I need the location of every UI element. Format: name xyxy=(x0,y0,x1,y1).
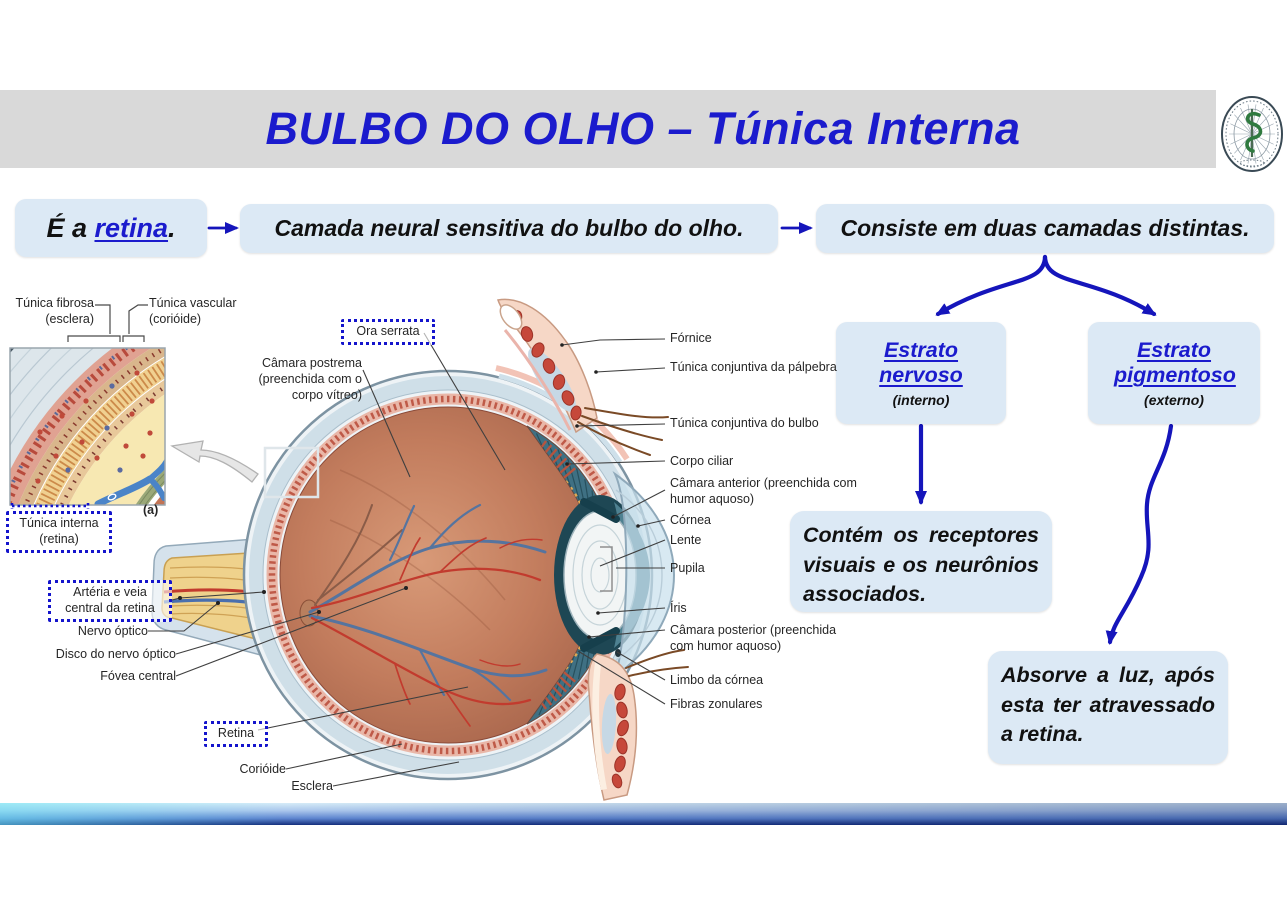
bottom-accent-bar xyxy=(0,803,1287,825)
intro-prefix: É a xyxy=(46,212,95,243)
note-receptores: Contém os receptores visuais e os neurôn… xyxy=(790,511,1052,612)
estrato-pigmentoso-box: Estrato pigmentoso (externo) xyxy=(1088,322,1260,424)
label-limbo-cornea: Limbo da córnea xyxy=(670,673,764,687)
label-iris: Íris xyxy=(670,601,687,615)
dotted-highlight-tunica-interna: Túnica interna (retina) xyxy=(6,511,112,553)
fornix-pocket xyxy=(499,304,523,330)
lens-and-anterior-segment xyxy=(554,470,676,679)
lower-eyelid xyxy=(587,649,689,801)
dotted-highlight-arteria-veia: Artéria e veia central da retina xyxy=(48,580,172,622)
medical-crest-icon xyxy=(1221,96,1283,172)
iris xyxy=(580,498,620,652)
eyeball xyxy=(242,369,654,781)
flow-box-camada-neural: Camada neural sensitiva do bulbo do olho… xyxy=(240,204,778,253)
label-fovea-central: Fóvea central xyxy=(100,669,176,683)
leader-dots xyxy=(178,343,640,639)
dotted-highlight-retina: Retina xyxy=(204,721,268,747)
label-inset-caption: (a) xyxy=(143,503,159,517)
retina-link[interactable]: retina xyxy=(94,212,169,243)
label-camara-anterior: Câmara anterior (preenchida com humor aq… xyxy=(670,476,857,506)
label-conjuntiva-palpebra: Túnica conjuntiva da pálpebra xyxy=(670,360,837,374)
label-nervo-optico: Nervo óptico xyxy=(77,624,148,638)
label-corioide: Corióide xyxy=(239,762,286,776)
intro-suffix: . xyxy=(168,212,176,243)
retinal-vessels xyxy=(308,503,548,727)
label-pupila: Pupila xyxy=(670,561,705,575)
leader-lines xyxy=(148,332,666,787)
connector-arrows xyxy=(207,222,1174,645)
inset-neuron-cells xyxy=(35,370,155,484)
pupil-bracket xyxy=(600,546,613,592)
note-absorve-luz: Absorve a luz, após esta ter atravessado… xyxy=(988,651,1228,764)
tunica-interna-bracket xyxy=(10,503,90,509)
lower-eyelashes xyxy=(625,649,689,677)
label-camara-posterior: Câmara posterior (preenchida com humor a… xyxy=(670,623,837,653)
label-conjuntiva-bulbo: Túnica conjuntiva do bulbo xyxy=(670,416,819,430)
label-tunica-fibrosa: Túnica fibrosa (esclera) xyxy=(15,296,94,326)
inset-label-brackets xyxy=(67,304,148,342)
flow-box-duas-camadas: Consiste em duas camadas distintas. xyxy=(816,204,1274,253)
estrato-nervoso-qualifier: (interno) xyxy=(892,391,950,408)
label-disco-nervo-optico: Disco do nervo óptico xyxy=(55,647,176,661)
estrato-pigmentoso-link[interactable]: Estrato pigmentoso xyxy=(1114,337,1236,388)
sample-rectangle xyxy=(263,446,320,499)
label-lente: Lente xyxy=(670,533,702,547)
label-fibras-zonulares: Fibras zonulares xyxy=(670,697,763,711)
cornea xyxy=(612,470,676,679)
dotted-highlight-ora-serrata: Ora serrata xyxy=(341,319,435,345)
label-corpo-ciliar: Corpo ciliar xyxy=(670,454,734,468)
label-esclera: Esclera xyxy=(291,779,333,793)
label-camara-postrema: Câmara postrema (preenchida com o corpo … xyxy=(258,356,362,402)
optic-nerve xyxy=(151,537,315,659)
estrato-pigmentoso-qualifier: (externo) xyxy=(1144,391,1204,408)
page-title: BULBO DO OLHO – Túnica Interna xyxy=(265,103,1021,154)
estrato-nervoso-link[interactable]: Estrato nervoso xyxy=(879,337,963,388)
retina-histology-inset xyxy=(9,347,166,506)
label-fornice: Fórnice xyxy=(670,331,712,345)
estrato-nervoso-box: Estrato nervoso (interno) xyxy=(836,322,1006,424)
label-tunica-vascular: Túnica vascular (corióide) xyxy=(149,296,237,326)
magnify-arrow-icon xyxy=(170,440,259,483)
title-bar: BULBO DO OLHO – Túnica Interna xyxy=(0,90,1216,168)
label-cornea: Córnea xyxy=(670,513,711,527)
flow-box-intro: É a retina. xyxy=(15,199,207,257)
